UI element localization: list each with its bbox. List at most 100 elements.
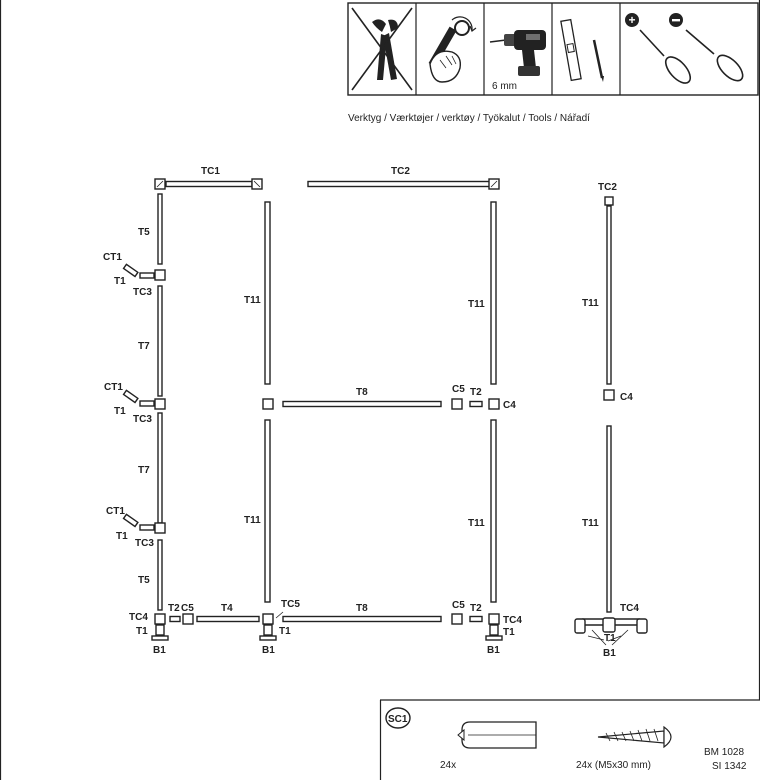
assembly-right-frame (282, 178, 503, 641)
label-T1: T1 (116, 531, 128, 542)
foot-B1 (574, 618, 586, 634)
sc1-badge (385, 707, 411, 729)
label-TC5: TC5 (281, 599, 300, 610)
tube-T7-lower (157, 412, 163, 524)
label-T11: T11 (244, 295, 261, 306)
label-T8: T8 (356, 387, 368, 398)
foot-B1 (636, 618, 648, 634)
label-B1: B1 (262, 645, 275, 656)
coupler-C5 (451, 613, 463, 625)
screw-quantity: 24x (M5x30 mm) (576, 760, 651, 771)
sc1-label: SC1 (388, 714, 408, 725)
tube-T5-top (157, 193, 163, 265)
label-TC3: TC3 (133, 287, 152, 298)
screw-icon (597, 725, 672, 749)
assembly-side-view (574, 196, 648, 646)
label-C5: C5 (181, 603, 194, 614)
label-B1: B1 (153, 645, 166, 656)
coupler-C4 (603, 389, 615, 401)
tee-TC4 (488, 613, 500, 625)
label-B1: B1 (487, 645, 500, 656)
tube-T2 (469, 615, 483, 623)
hand-wrench-icon (428, 16, 477, 83)
tee-TC3 (154, 398, 166, 410)
coupler-C5 (451, 398, 463, 410)
label-T5: T5 (138, 227, 150, 238)
label-C5: C5 (452, 384, 465, 395)
label-T5: T5 (138, 575, 150, 586)
tube-T11-side-lower (606, 425, 612, 613)
label-C4: C4 (620, 392, 633, 403)
label-T1: T1 (114, 276, 126, 287)
plug-quantity: 24x (440, 760, 456, 771)
label-T2: T2 (470, 387, 482, 398)
tube-T11-right-upper (490, 201, 497, 385)
label-TC3: TC3 (135, 538, 154, 549)
tools-caption: Verktyg / Værktøjer / verktøy / Työkalut… (348, 113, 590, 124)
tube-T7-upper (157, 285, 163, 397)
label-T1: T1 (604, 633, 616, 644)
tee-TC3 (154, 522, 166, 534)
label-T11: T11 (468, 518, 485, 529)
svg-text:+: + (629, 13, 636, 27)
hook-CT1 (122, 263, 155, 279)
label-T7: T7 (138, 465, 150, 476)
tee-TC5 (262, 613, 274, 625)
tube-T8-upper (282, 400, 442, 408)
tee-TC3 (154, 269, 166, 281)
label-TC1: TC1 (201, 166, 220, 177)
label-T11: T11 (468, 299, 485, 310)
product-code-2: SI 1342 (712, 761, 747, 772)
cordless-drill-icon (489, 30, 546, 76)
label-T8: T8 (356, 603, 368, 614)
foot-B1 (602, 617, 616, 633)
hook-CT1 (122, 513, 155, 531)
label-T1: T1 (503, 627, 515, 638)
tools-strip: 6 mm + (347, 2, 759, 96)
label-T4: T4 (221, 603, 233, 614)
level-and-pencil-icon (560, 18, 604, 82)
label-T11: T11 (244, 515, 261, 526)
end-cap-TC2 (604, 196, 614, 206)
tube-T11-upper (264, 201, 271, 385)
label-T2: T2 (470, 603, 482, 614)
tube-T11-right-lower (490, 419, 497, 603)
label-C5: C5 (452, 600, 465, 611)
label-T7: T7 (138, 341, 150, 352)
label-TC2: TC2 (598, 182, 617, 193)
tube-T5-bottom (157, 539, 163, 611)
foot-B1 (489, 624, 499, 636)
tube-T4 (196, 615, 260, 623)
label-T11: T11 (582, 518, 599, 529)
label-TC3: TC3 (133, 414, 152, 425)
product-code-1: BM 1028 (704, 747, 744, 758)
hook-CT1 (122, 389, 155, 407)
label-TC4: TC4 (129, 612, 148, 623)
tube-TC2 (307, 180, 491, 188)
tube-TC1 (165, 180, 253, 188)
label-T1: T1 (279, 626, 291, 637)
part-labels: TC1 TC2 TC2 T5 T5 T7 T7 CT1 CT1 CT1 T1 T… (103, 166, 639, 659)
label-CT1: CT1 (106, 506, 125, 517)
tube-T2 (469, 400, 483, 408)
tube-T11-side-upper (606, 205, 612, 385)
tube-T2 (169, 615, 181, 623)
label-TC4: TC4 (620, 603, 639, 614)
label-T1: T1 (136, 626, 148, 637)
coupler-C5 (182, 613, 194, 625)
drill-size-label: 6 mm (492, 81, 517, 92)
tee-C4 (488, 398, 500, 410)
screwdrivers-plus-minus-icon: + (625, 13, 744, 84)
label-TC4: TC4 (503, 615, 522, 626)
tee-TC4 (154, 613, 166, 625)
label-TC2: TC2 (391, 166, 410, 177)
label-T1: T1 (114, 406, 126, 417)
tee-fitting (262, 398, 274, 410)
foot-B1 (263, 624, 273, 636)
tube-T11-lower (264, 419, 271, 603)
label-T2: T2 (168, 603, 180, 614)
crossed-out-pliers-icon (351, 7, 413, 91)
tube-T8-lower (282, 615, 442, 623)
wall-plug-icon (457, 721, 537, 749)
